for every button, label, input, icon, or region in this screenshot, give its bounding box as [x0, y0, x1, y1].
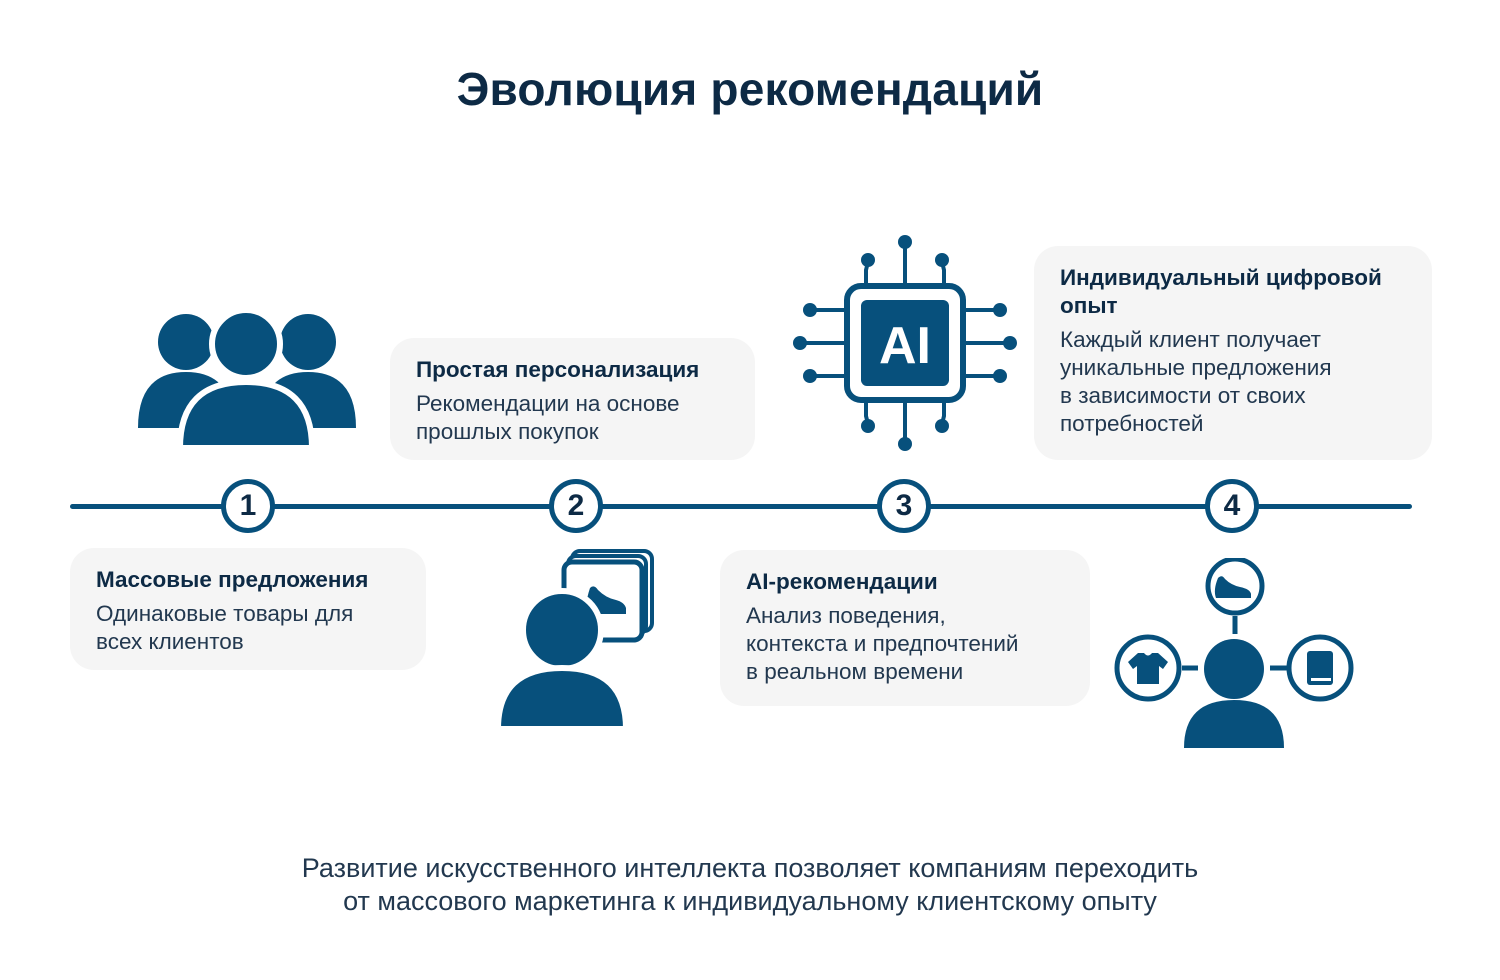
person-network-icon: [1112, 558, 1358, 750]
ai-chip-icon: AI: [792, 232, 1018, 454]
footer-line-1: Развитие искусственного интеллекта позво…: [301, 853, 1199, 883]
step-3-marker: 3: [877, 479, 931, 533]
group-icon: [136, 310, 360, 450]
book-icon: [1307, 651, 1333, 685]
step-4-card: Индивидуальный цифровой опыт Каждый клие…: [1034, 246, 1432, 460]
footer-caption: Развитие искусственного интеллекта позво…: [0, 852, 1500, 918]
step-3-title: AI-рекомендации: [746, 569, 938, 594]
footer-line-2: от массового маркетинга к индивидуальном…: [343, 886, 1157, 916]
chip-label: AI: [879, 317, 931, 375]
step-2-marker: 2: [549, 479, 603, 533]
step-1-text: Одинаковые товары для всех клиентов: [96, 601, 354, 654]
step-2-card: Простая персонализация Рекомендации на о…: [390, 338, 755, 460]
step-4-text: Каждый клиент получает уникальные предло…: [1060, 327, 1332, 436]
page-title: Эволюция рекомендаций: [456, 63, 1044, 115]
step-3-card: AI-рекомендации Анализ поведения, контек…: [720, 550, 1090, 706]
step-4-marker: 4: [1205, 479, 1259, 533]
step-1-marker: 1: [221, 479, 275, 533]
step-2-title: Простая персонализация: [416, 357, 700, 382]
sneaker-icon: [1214, 576, 1251, 598]
person-with-cards-icon: [498, 548, 658, 730]
timeline-line: [70, 504, 1412, 509]
step-3-text: Анализ поведения, контекста и предпочтен…: [746, 603, 1019, 684]
step-4-title: Индивидуальный цифровой опыт: [1060, 265, 1382, 318]
step-1-card: Массовые предложения Одинаковые товары д…: [70, 548, 426, 670]
tshirt-icon: [1128, 653, 1168, 684]
step-1-title: Массовые предложения: [96, 567, 369, 592]
step-2-text: Рекомендации на основе прошлых покупок: [416, 391, 680, 444]
